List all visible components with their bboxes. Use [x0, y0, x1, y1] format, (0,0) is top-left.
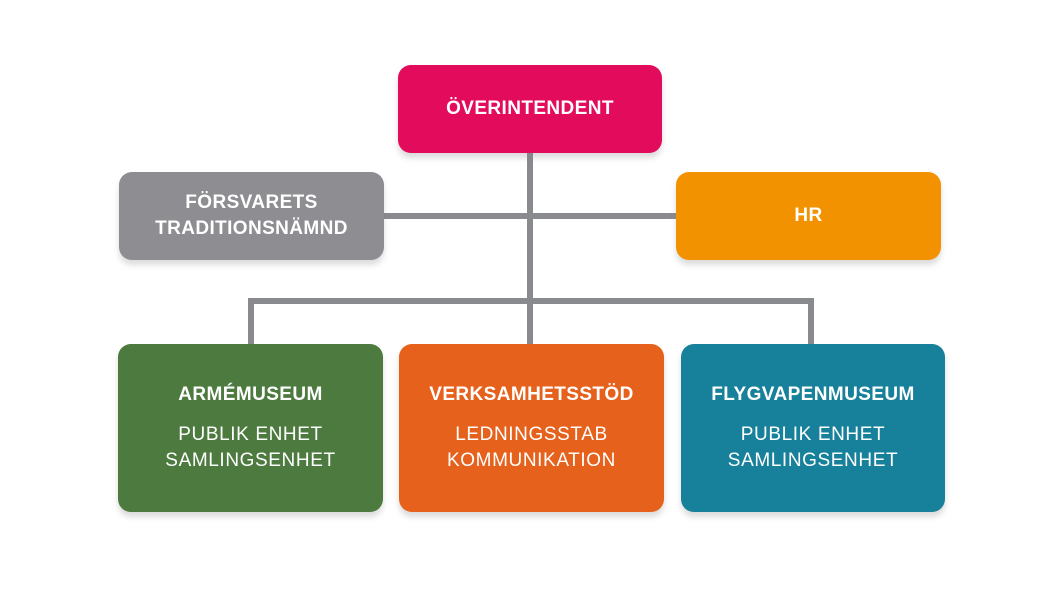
org-node-hr: HR [676, 172, 941, 260]
org-node-title: ARMÉMUSEUM [178, 384, 323, 405]
org-node-sub-units: PUBLIK ENHET SAMLINGSENHET [165, 422, 335, 474]
org-node-sub-unit: LEDNINGSSTAB [455, 424, 608, 445]
org-node-sub-unit: PUBLIK ENHET [740, 424, 886, 445]
org-node-forsvarets-traditionsnamnd: FÖRSVARETS TRADITIONSNÄMND [119, 172, 384, 260]
org-node-label: ÖVERINTENDENT [446, 98, 614, 119]
connector-upper-horizontal [384, 213, 676, 219]
org-node-overintendent: ÖVERINTENDENT [398, 65, 662, 153]
connector-center-vertical [527, 153, 533, 345]
org-node-armemuseum: ARMÉMUSEUM PUBLIK ENHET SAMLINGSENHET [118, 344, 383, 512]
org-node-sub-unit: SAMLINGSENHET [727, 450, 899, 471]
org-node-sub-units: PUBLIK ENHET SAMLINGSENHET [728, 422, 898, 474]
org-node-label-line1: FÖRSVARETS [185, 192, 318, 213]
org-node-title: FLYGVAPENMUSEUM [711, 384, 915, 405]
org-node-sub-units: LEDNINGSSTAB KOMMUNIKATION [447, 422, 616, 474]
org-node-label-line2: TRADITIONSNÄMND [155, 218, 348, 239]
org-node-sub-unit: PUBLIK ENHET [178, 424, 323, 445]
org-node-flygvapenmuseum: FLYGVAPENMUSEUM PUBLIK ENHET SAMLINGSENH… [681, 344, 945, 512]
org-node-verksamhetsstod: VERKSAMHETSSTÖD LEDNINGSSTAB KOMMUNIKATI… [399, 344, 664, 512]
connector-right-drop [808, 298, 814, 345]
org-node-title: VERKSAMHETSSTÖD [429, 384, 634, 405]
connector-lower-horizontal [248, 298, 814, 304]
org-node-sub-unit: KOMMUNIKATION [447, 450, 616, 471]
org-node-label: HR [794, 205, 823, 226]
connector-left-drop [248, 298, 254, 345]
org-node-sub-unit: SAMLINGSENHET [165, 450, 336, 471]
